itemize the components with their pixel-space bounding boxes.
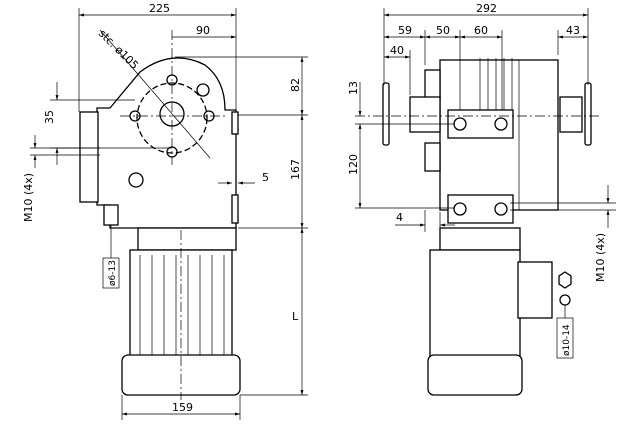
dim-thread-right: M10 (4x) xyxy=(594,233,607,282)
dim-120: 120 xyxy=(347,154,360,175)
lower-foot-block xyxy=(447,194,514,224)
dim-L: L xyxy=(292,310,299,323)
side-view: 225 90 stc. ø105 82 167 L 159 35 M10 (4x… xyxy=(22,2,308,420)
left-sprocket xyxy=(382,82,390,146)
dim-pitch-circle: stc. ø105 xyxy=(96,27,141,72)
dim-225: 225 xyxy=(149,2,170,15)
terminal-box xyxy=(517,261,553,319)
dim-cable-gland-left: ø6-13 xyxy=(108,260,118,286)
dim-292: 292 xyxy=(476,2,497,15)
dim-4: 4 xyxy=(396,211,403,224)
dim-cable-gland-right: ø10-14 xyxy=(562,324,572,356)
dim-thread-left: M10 (4x) xyxy=(22,173,35,222)
dim-167: 167 xyxy=(289,159,302,180)
gearbox-housing xyxy=(96,57,237,229)
motor-body-front xyxy=(429,249,521,359)
dim-40: 40 xyxy=(390,44,404,57)
upper-foot-block xyxy=(447,109,514,139)
dim-60: 60 xyxy=(474,24,488,37)
side-cover xyxy=(79,111,99,203)
dim-35: 35 xyxy=(43,110,56,124)
dim-82: 82 xyxy=(289,78,302,92)
dim-59: 59 xyxy=(398,24,412,37)
dim-50: 50 xyxy=(436,24,450,37)
dim-13: 13 xyxy=(347,81,360,95)
left-hub xyxy=(409,96,441,133)
right-sprocket xyxy=(584,82,592,146)
right-hub xyxy=(559,96,583,133)
front-view: 292 59 50 60 43 40 13 120 4 M10 (4x) ø10… xyxy=(347,2,616,396)
dim-43: 43 xyxy=(566,24,580,37)
dim-159: 159 xyxy=(172,401,193,414)
cable-gland xyxy=(103,204,119,226)
dim-90: 90 xyxy=(196,24,210,37)
motor-flange xyxy=(137,227,237,251)
dim-5: 5 xyxy=(262,171,269,184)
